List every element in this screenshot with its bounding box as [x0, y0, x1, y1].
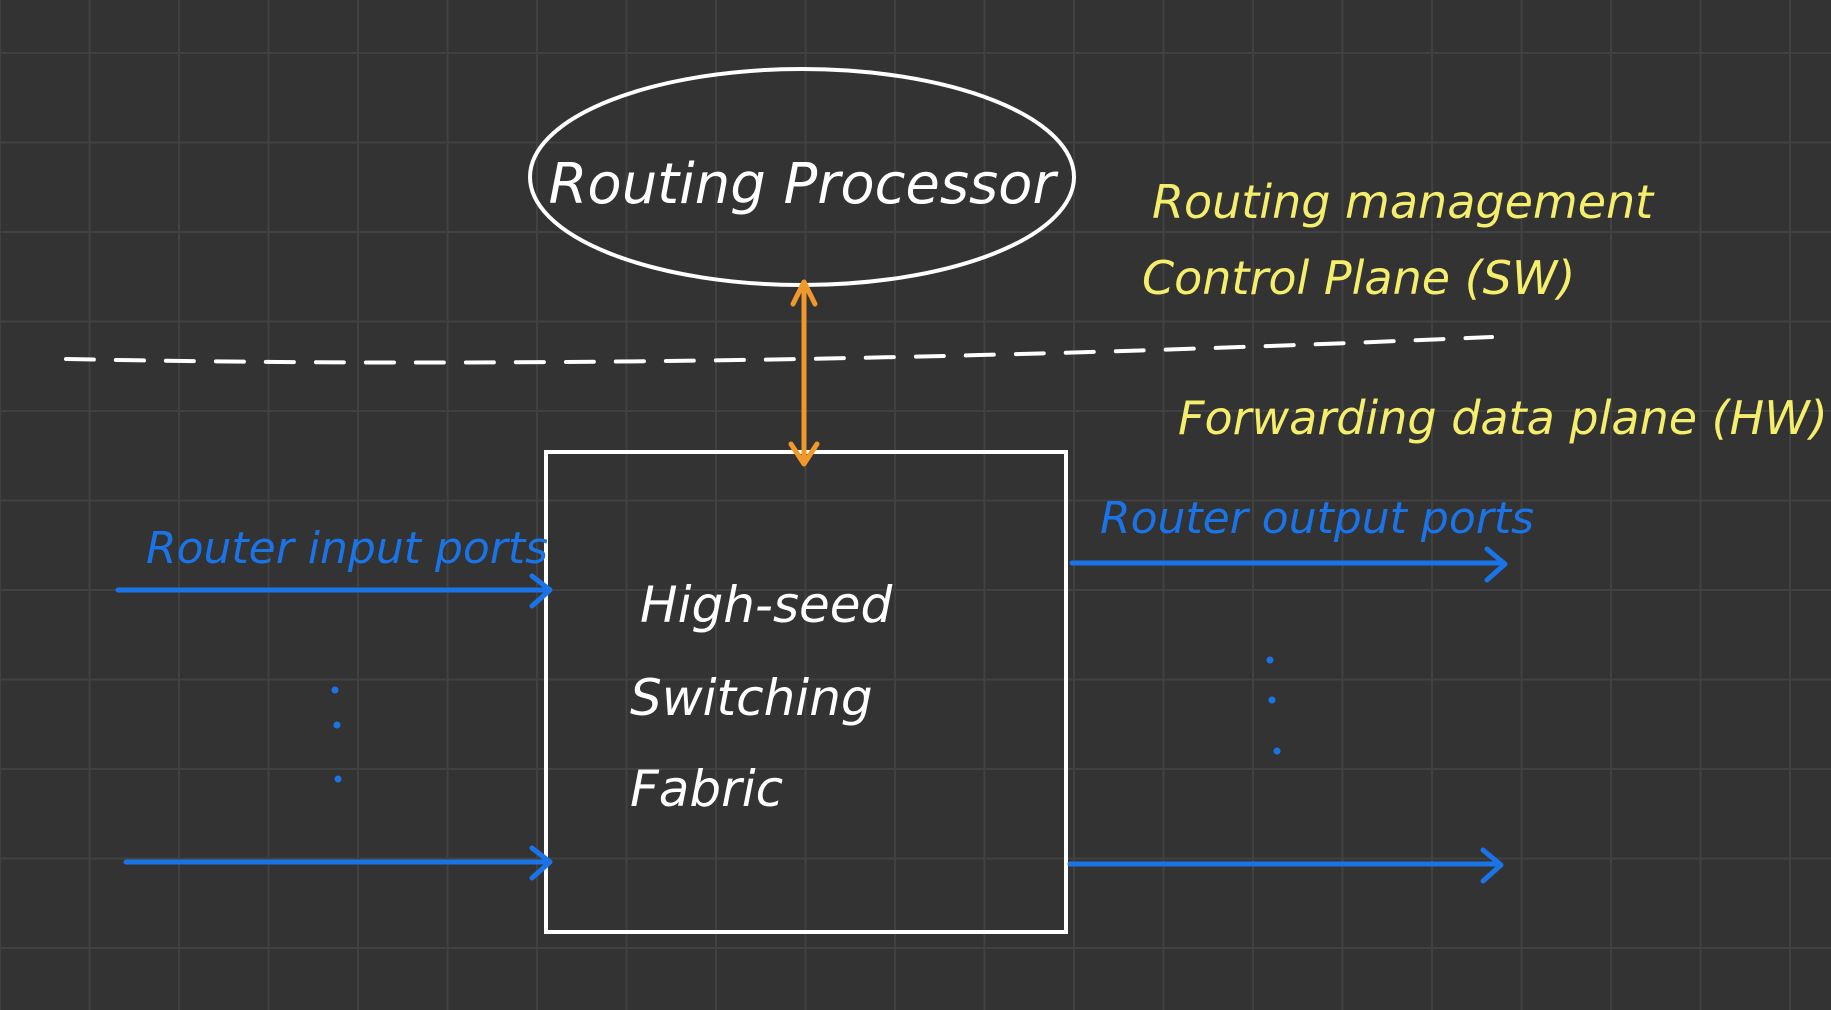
input-ports-group: Router input ports: [115, 523, 553, 881]
output-vertical-dots-icon: [1266, 656, 1281, 755]
fabric-label-line1: High-seed: [640, 576, 893, 634]
output-ports-label: Router output ports: [1100, 493, 1534, 544]
data-plane-label: Forwarding data plane (HW): [1178, 391, 1828, 445]
output-arrow-bottom-icon: [1067, 847, 1504, 884]
processor-label: Routing Processor: [549, 152, 1059, 217]
input-arrow-top-icon: [115, 573, 553, 609]
plane-divider-dashed-line: [64, 335, 1494, 365]
output-arrow-top-icon: [1069, 546, 1508, 583]
input-vertical-dots-icon: [331, 686, 342, 783]
input-arrow-bottom-icon: [123, 845, 553, 881]
routing-processor-node: Routing Processor: [528, 67, 1076, 287]
control-plane-line1: Routing management: [1152, 175, 1655, 229]
orange-double-arrow-icon: [788, 279, 820, 467]
control-plane-line2: Control Plane (SW): [1142, 251, 1575, 305]
fabric-label-line3: Fabric: [630, 760, 783, 818]
control-plane-annotation: Routing management Control Plane (SW): [1142, 175, 1655, 305]
switching-fabric-node: High-seed Switching Fabric: [544, 450, 1068, 934]
output-ports-group: Router output ports: [1067, 493, 1534, 884]
fabric-label-line2: Switching: [630, 669, 873, 727]
input-ports-label: Router input ports: [146, 523, 548, 574]
